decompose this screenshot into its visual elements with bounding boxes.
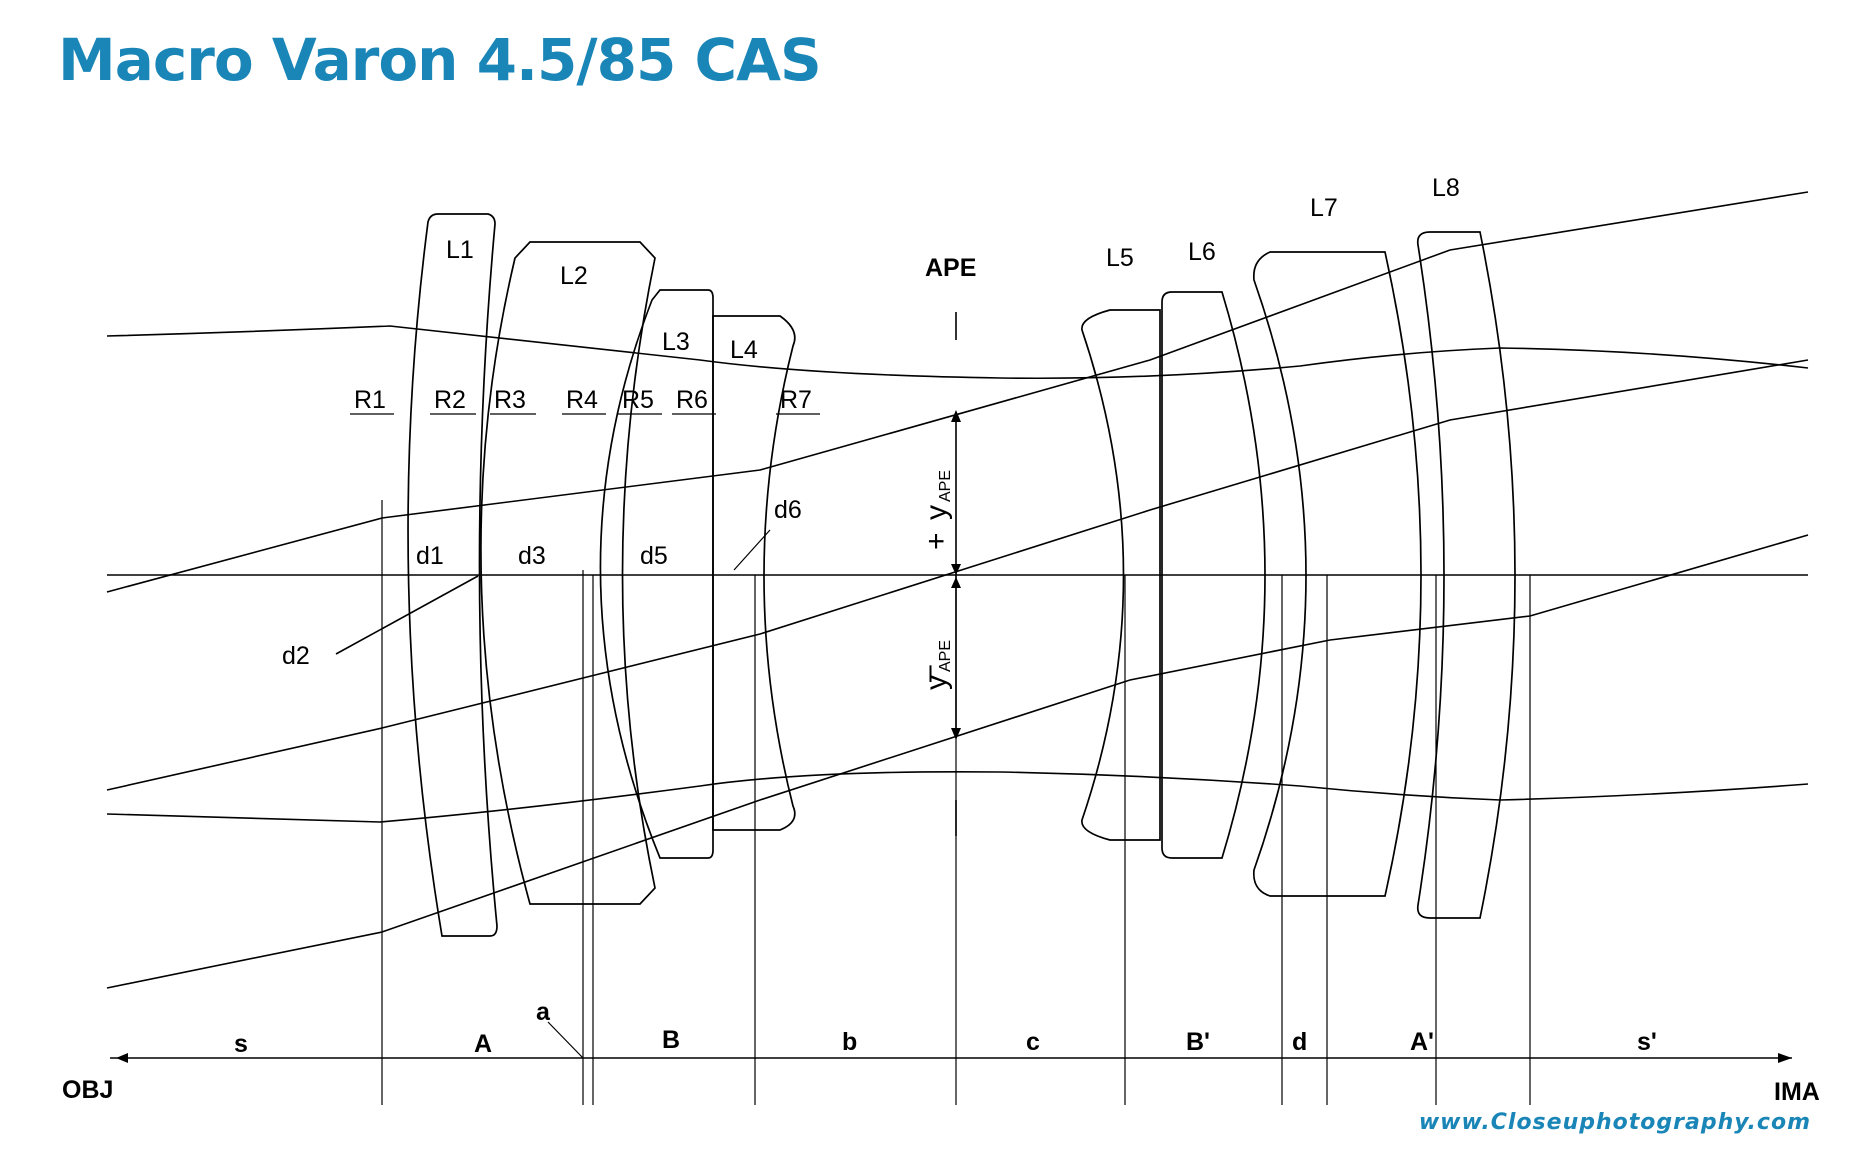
page-title: Macro Varon 4.5/85 CAS bbox=[58, 26, 822, 94]
svg-text:APE: APE bbox=[937, 640, 954, 672]
object-label: OBJ bbox=[62, 1076, 113, 1104]
label-c: c bbox=[1026, 1028, 1040, 1056]
label-l2: L2 bbox=[560, 262, 588, 290]
lens-l6-shape bbox=[1161, 291, 1266, 859]
label-l4: L4 bbox=[730, 336, 758, 364]
lens-l5-shape bbox=[1081, 309, 1161, 841]
lens-l1-shape bbox=[407, 213, 498, 937]
lens-l7-shape bbox=[1252, 251, 1422, 897]
lens-l3-shape bbox=[599, 289, 714, 859]
spacing-labels: s A a B b c B' d A' s' bbox=[234, 998, 1657, 1058]
dimension-line bbox=[110, 1021, 1792, 1063]
label-l5: L5 bbox=[1106, 244, 1134, 272]
label-a: a bbox=[536, 998, 551, 1026]
y-ape-minus-label: y APE – bbox=[912, 640, 954, 690]
svg-text:–: – bbox=[912, 665, 945, 682]
label-d6: d6 bbox=[774, 496, 802, 524]
svg-text:+: + bbox=[920, 532, 953, 550]
lens-l8-shape bbox=[1416, 231, 1516, 919]
label-r2: R2 bbox=[434, 386, 466, 414]
aperture-stop bbox=[951, 312, 961, 836]
radius-labels: R1 R2 R3 R4 R5 R6 R7 bbox=[350, 386, 820, 415]
svg-text:y: y bbox=[920, 505, 953, 520]
label-l3: L3 bbox=[662, 328, 690, 356]
lens-elements bbox=[407, 213, 1516, 937]
lens-l4-shape bbox=[712, 315, 796, 831]
thickness-labels: d1 d2 d3 d5 d6 bbox=[282, 496, 802, 670]
aperture-label: APE bbox=[925, 254, 976, 282]
label-s-prime: s' bbox=[1637, 1028, 1657, 1056]
lens-labels: L1 L2 L3 L4 L5 L6 L7 L8 bbox=[446, 174, 1460, 364]
svg-text:APE: APE bbox=[937, 470, 954, 502]
label-r5: R5 bbox=[622, 386, 654, 414]
label-r7: R7 bbox=[780, 386, 812, 414]
label-b: b bbox=[842, 1028, 857, 1056]
label-d1: d1 bbox=[416, 542, 444, 570]
label-B: B bbox=[662, 1026, 680, 1054]
label-l7: L7 bbox=[1310, 194, 1338, 222]
label-A: A bbox=[474, 1030, 492, 1058]
label-d5: d5 bbox=[640, 542, 668, 570]
label-r3: R3 bbox=[494, 386, 526, 414]
label-d3: d3 bbox=[518, 542, 546, 570]
label-d: d bbox=[1292, 1028, 1307, 1056]
label-l8: L8 bbox=[1432, 174, 1460, 202]
label-l1: L1 bbox=[446, 236, 474, 264]
label-B-prime: B' bbox=[1186, 1028, 1210, 1056]
svg-text:y: y bbox=[920, 675, 953, 690]
y-ape-plus-label: + y APE bbox=[920, 470, 954, 550]
website-url: www.Closeuphotography.com bbox=[1418, 1110, 1811, 1135]
image-label: IMA bbox=[1774, 1078, 1820, 1106]
label-d2: d2 bbox=[282, 642, 310, 670]
lens-l2-shape bbox=[480, 241, 656, 905]
ray-paths bbox=[106, 191, 1809, 989]
label-A-prime: A' bbox=[1410, 1028, 1434, 1056]
label-s: s bbox=[234, 1030, 248, 1058]
label-l6: L6 bbox=[1188, 238, 1216, 266]
label-r1: R1 bbox=[354, 386, 386, 414]
label-r4: R4 bbox=[566, 386, 598, 414]
vertical-reference-lines bbox=[381, 500, 1531, 1105]
label-r6: R6 bbox=[676, 386, 708, 414]
